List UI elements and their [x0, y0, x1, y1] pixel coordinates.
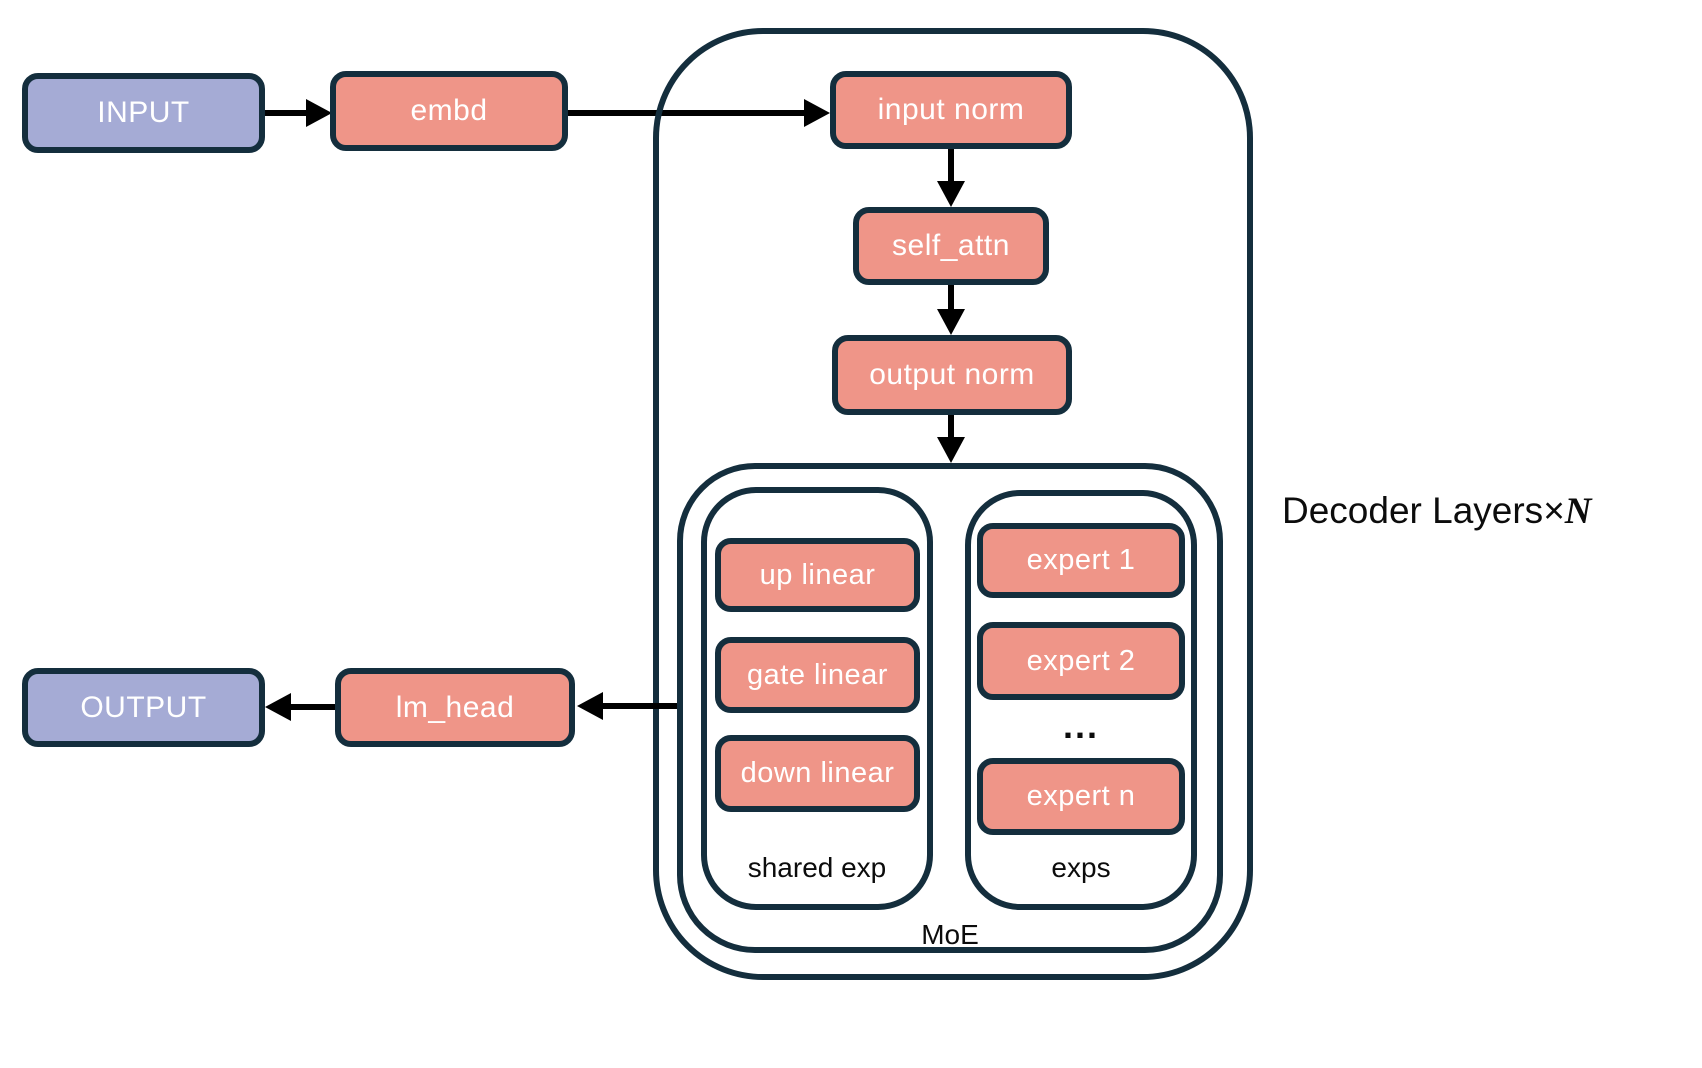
- arrow-head: [577, 692, 603, 720]
- output-node: OUTPUT: [22, 668, 265, 747]
- exps-container: [965, 490, 1197, 910]
- arrow-head: [937, 309, 965, 335]
- times-symbol: ×: [1543, 490, 1565, 531]
- arrow-head: [937, 437, 965, 463]
- arrow-head: [804, 99, 830, 127]
- arrow-shaft: [265, 110, 310, 116]
- exps-label-text: exps: [1051, 852, 1111, 883]
- arrow-head: [265, 693, 291, 721]
- shared-exp-label-text: shared exp: [747, 852, 887, 883]
- up-linear-block-label: up linear: [759, 558, 876, 591]
- output-norm-block-label: output norm: [869, 358, 1035, 391]
- shared-exp-container: [701, 487, 933, 910]
- expert-1-block: expert 1: [977, 523, 1185, 598]
- decoder-layers-annotation: Decoder Layers×N: [1282, 490, 1592, 533]
- arrow-shaft: [601, 703, 677, 709]
- expert-n-block: expert n: [977, 758, 1185, 835]
- down-linear-block: down linear: [715, 735, 920, 812]
- exps-label: exps: [965, 850, 1197, 886]
- arrow-self-attn-to-output-norm: [937, 285, 965, 335]
- arrow-shaft: [948, 285, 954, 313]
- arrow-output-norm-to-moe: [937, 415, 965, 463]
- input-node: INPUT: [22, 73, 265, 153]
- arrow-input-norm-to-self-attn: [937, 149, 965, 207]
- arrow-head: [937, 181, 965, 207]
- embd-block: embd: [330, 71, 568, 151]
- self-attn-block: self_attn: [853, 207, 1049, 285]
- decoder-layers-prefix: Decoder Layers: [1282, 490, 1544, 531]
- arrow-lm-head-to-output: [265, 693, 335, 721]
- input-norm-block: input norm: [830, 71, 1072, 149]
- arrow-shaft: [289, 704, 335, 710]
- output-node-label: OUTPUT: [80, 690, 207, 724]
- gate-linear-block-label: gate linear: [747, 658, 888, 691]
- moe-label-text: MoE: [921, 919, 979, 950]
- expert-2-block: expert 2: [977, 622, 1185, 700]
- input-norm-block-label: input norm: [877, 93, 1025, 126]
- down-linear-block-label: down linear: [740, 757, 895, 789]
- experts-ellipsis-label: ...: [1062, 705, 1099, 746]
- arrow-moe-to-lm-head: [577, 692, 677, 720]
- expert-n-block-label: expert n: [1026, 780, 1136, 812]
- arrow-input-to-embd: [265, 99, 332, 127]
- embd-block-label: embd: [410, 94, 488, 127]
- decoder-layers-container: [653, 28, 1253, 980]
- output-norm-block: output norm: [832, 335, 1072, 415]
- arrow-shaft: [948, 415, 954, 441]
- expert-1-block-label: expert 1: [1026, 544, 1136, 576]
- lm-head-block-label: lm_head: [395, 690, 515, 724]
- arrow-head: [306, 99, 332, 127]
- layer-count-symbol: N: [1564, 491, 1592, 532]
- expert-2-block-label: expert 2: [1026, 644, 1136, 677]
- up-linear-block: up linear: [715, 538, 920, 612]
- moe-label: MoE: [677, 917, 1223, 953]
- input-node-label: INPUT: [97, 96, 190, 129]
- self-attn-block-label: self_attn: [892, 229, 1010, 262]
- shared-exp-label: shared exp: [701, 850, 933, 886]
- moe-container: [677, 463, 1223, 953]
- arrow-shaft: [948, 149, 954, 185]
- lm-head-block: lm_head: [335, 668, 575, 747]
- gate-linear-block: gate linear: [715, 637, 920, 713]
- experts-ellipsis: ...: [977, 705, 1185, 746]
